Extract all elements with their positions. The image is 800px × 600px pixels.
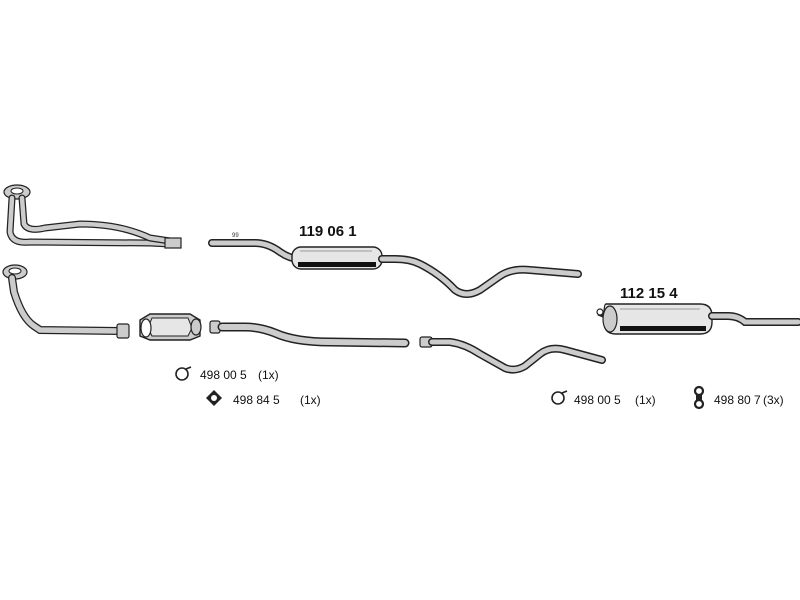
- mounting-part-qty: (1x): [635, 393, 656, 407]
- rear-silencer-part-number: 112 15 4: [620, 285, 678, 302]
- middle-silencer-part-number: 119 06 1: [299, 223, 357, 240]
- catalytic-converter: [139, 313, 221, 341]
- intermediate-pipe: [217, 322, 410, 348]
- mounting-part-qty: (1x): [300, 393, 321, 407]
- front-pipe-lower: [2, 264, 130, 339]
- mounting-part-number: 498 00 5: [200, 368, 247, 382]
- hanger-icon: [693, 385, 705, 410]
- mounting-part-qty: (1x): [258, 368, 279, 382]
- clamp-ring-icon: [175, 366, 192, 381]
- mounting-part-number: 498 80 7: [714, 393, 761, 407]
- rubber-mount-icon: [206, 390, 222, 406]
- rear-silencer: [596, 303, 800, 335]
- mounting-part-rubber-mount: 498 84 5 (1x): [206, 390, 321, 407]
- mounting-part-qty: (3x): [763, 393, 784, 407]
- middle-silencer: 99: [208, 233, 582, 298]
- front-pipe-upper: [3, 184, 182, 249]
- mounting-part-number: 498 00 5: [574, 393, 621, 407]
- mounting-part-clamp-1: 498 00 5 (1x): [175, 366, 279, 382]
- clamp-ring-icon: [551, 390, 568, 405]
- rear-pipe: [419, 336, 606, 374]
- mounting-part-clamp-2: 498 00 5 (1x): [551, 390, 656, 407]
- mounting-part-number: 498 84 5: [233, 393, 280, 407]
- pipe-mark-label: 99: [232, 233, 239, 239]
- mounting-part-hanger: 498 80 7 (3x): [693, 385, 784, 410]
